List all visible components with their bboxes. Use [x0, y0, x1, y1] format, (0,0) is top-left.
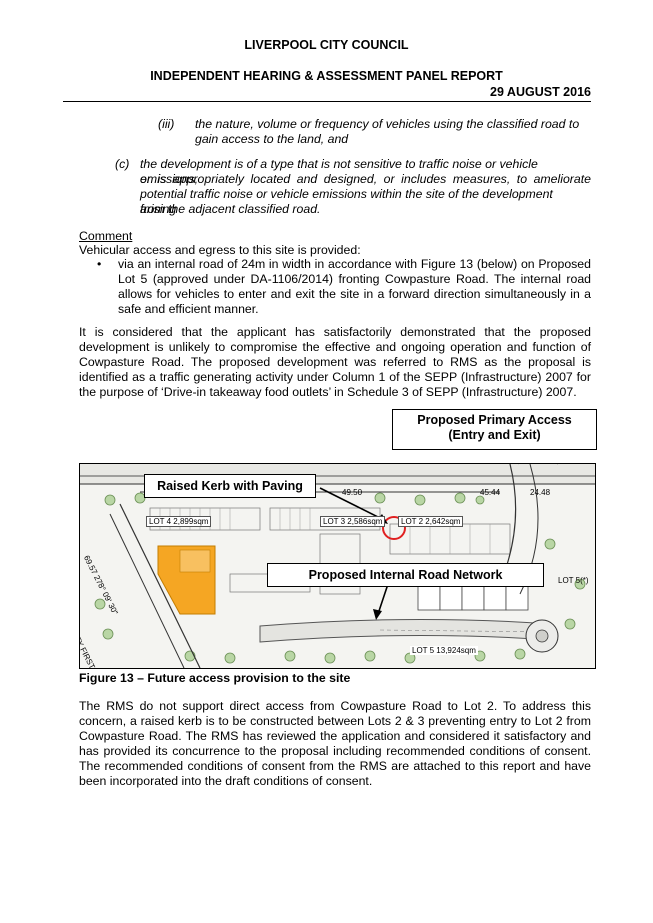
lot2-label: LOT 2 2,642sqm	[398, 516, 464, 527]
clause-iii-line2: gain access to the land, and	[195, 132, 349, 146]
report-date: 29 AUGUST 2016	[490, 85, 591, 99]
bullet-line: Lot 5 (approved under DA-1106/2014) fron…	[118, 272, 591, 286]
dimension-label: 45.44	[480, 488, 501, 497]
council-name: LIVERPOOL CITY COUNCIL	[244, 38, 409, 52]
comment-heading: Comment	[79, 229, 133, 243]
report-title: INDEPENDENT HEARING & ASSESSMENT PANEL R…	[150, 69, 503, 83]
site-plan-figure: Raised Kerb with Paving Proposed Interna…	[79, 463, 596, 669]
clause-c-line: or is appropriately located and designed…	[140, 172, 591, 186]
header-rule	[63, 101, 591, 102]
bullet-line: via an internal road of 24m in width in …	[118, 257, 591, 271]
callout-primary-line2: (Entry and Exit)	[448, 428, 541, 442]
callout-primary-access: Proposed Primary Access (Entry and Exit)	[392, 409, 597, 450]
para2-line: Cowpasture Road. The RMS has reviewed th…	[79, 729, 591, 743]
clause-c-line: the development is of a type that is not…	[140, 157, 538, 186]
para2-line: The RMS do not support direct access fro…	[79, 699, 591, 713]
clause-iii-label: (iii)	[158, 117, 175, 131]
para2-line: concern, a raised kerb is to be construc…	[79, 714, 591, 728]
lot5-label: LOT 5 13,924sqm	[410, 646, 478, 655]
para2-line: been incorporated into the draft conditi…	[79, 774, 373, 788]
para2-line: has provided its concurrence to the prop…	[79, 744, 591, 758]
clause-c-line: potential traffic noise or vehicle emiss…	[140, 187, 553, 216]
comment-intro: Vehicular access and egress to this site…	[79, 243, 361, 257]
para1-line: development is unlikely to compromise th…	[79, 340, 591, 354]
callout-raised-kerb: Raised Kerb with Paving	[144, 474, 316, 498]
para2-line: The recommended conditions of consent fr…	[79, 759, 591, 773]
lot4-label: LOT 4 2,899sqm	[146, 516, 212, 527]
para1-line: identified as a traffic generating activ…	[79, 370, 591, 384]
figure-caption: Figure 13 – Future access provision to t…	[79, 671, 351, 685]
callout-internal-road: Proposed Internal Road Network	[267, 563, 544, 587]
para1-line: It is considered that the applicant has …	[79, 325, 591, 339]
bullet-line: safe and efficient manner.	[118, 302, 259, 316]
bullet-line: allows for vehicles to enter and exit th…	[118, 287, 591, 301]
para1-line: the purpose of ‘Drive-in takeaway food o…	[79, 385, 577, 399]
callout-primary-line1: Proposed Primary Access	[417, 413, 572, 427]
lot5-right-label: LOT 5(*)	[558, 576, 589, 585]
clause-c-line: from the adjacent classified road.	[140, 202, 321, 216]
bullet-icon: •	[97, 257, 102, 271]
dimension-label: 24.48	[530, 488, 551, 497]
dimension-label: 49.50	[342, 488, 363, 497]
lot3-label: LOT 3 2,586sqm	[320, 516, 386, 527]
clause-iii-line1: the nature, volume or frequency of vehic…	[195, 117, 580, 131]
clause-c-label: (c)	[115, 157, 130, 171]
para1-line: Cowpasture Road. The proposed developmen…	[79, 355, 591, 369]
